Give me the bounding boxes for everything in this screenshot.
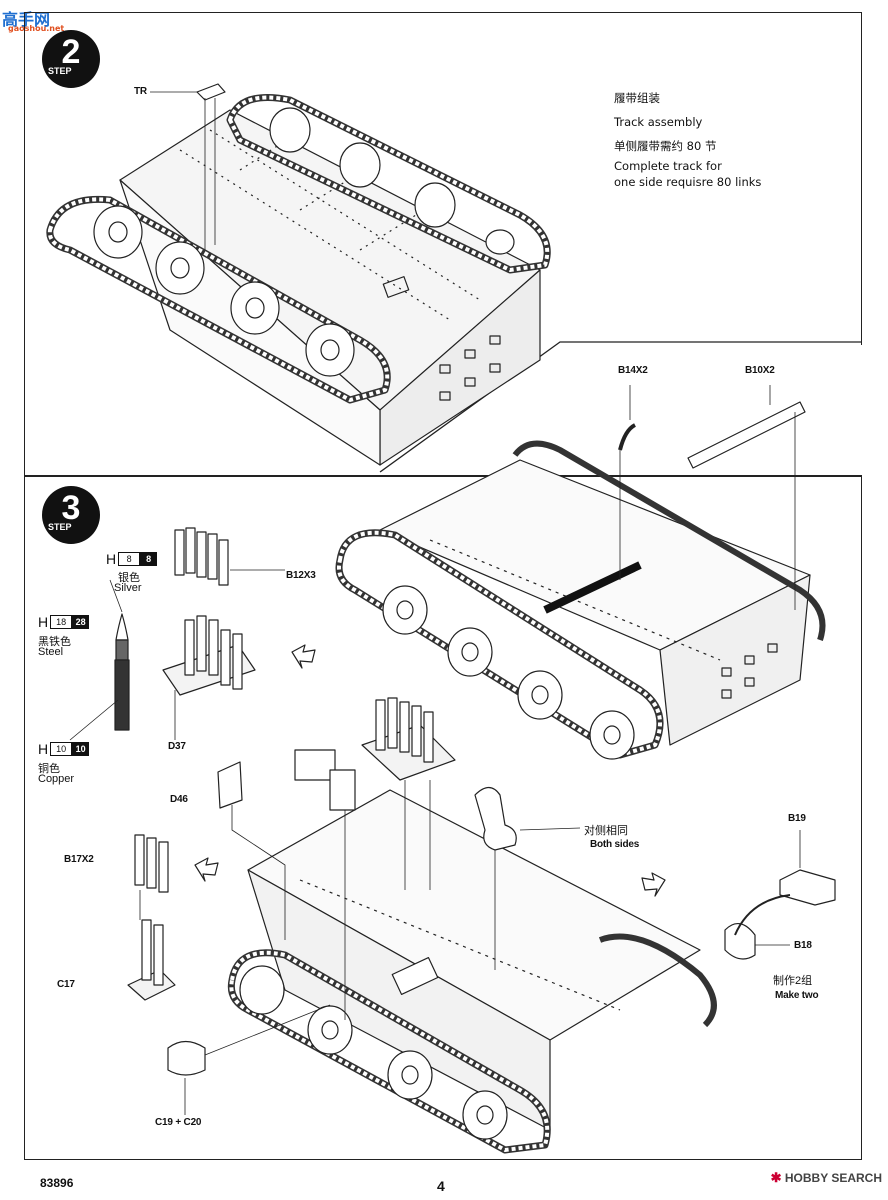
arrow-2-icon <box>194 857 219 882</box>
paint-silver-cn: 银色 <box>118 572 140 584</box>
kit-number: 83896 <box>40 1176 74 1190</box>
label-b12: B12X3 <box>286 570 316 581</box>
label-c17: C17 <box>57 979 75 990</box>
step3-frame <box>24 476 862 1160</box>
paint-copper-letter: H <box>38 741 49 757</box>
hobby-search-watermark: ✱ HOBBY SEARCH <box>771 1170 882 1186</box>
paint-silver-letter: H <box>106 551 117 567</box>
step2-notes: 履带组装 Track assembly 单侧履带需约 80 节 Complete… <box>614 86 761 190</box>
step2-hull-drawing <box>46 83 551 466</box>
step2-badge: 2 STEP <box>42 30 100 88</box>
label-tr: TR <box>134 86 147 97</box>
step3-number: 3 <box>61 489 81 527</box>
label-b17: B17X2 <box>64 854 94 865</box>
note-make-en: Make two <box>775 990 819 1001</box>
seat-drawing <box>474 786 517 851</box>
arrow-3-icon <box>641 872 666 897</box>
note-both-cn: 对侧相同 <box>584 825 628 837</box>
paint-silver-en: Silver <box>114 582 142 594</box>
ammo-rack-b12 <box>162 527 285 740</box>
step3-lower-hull-drawing <box>227 789 717 1154</box>
label-b19: B19 <box>788 813 806 824</box>
label-b10: B10X2 <box>745 365 775 376</box>
note-cn-title: 履带组装 <box>614 91 660 105</box>
step2-number: 2 <box>61 33 81 71</box>
arrow-1-icon <box>291 644 316 669</box>
label-d37: D37 <box>168 741 186 752</box>
part-b19-drawing <box>779 869 836 906</box>
paint-copper-cn: 铜色 <box>38 763 60 775</box>
site-watermark-url: gaoshou.net <box>8 24 65 33</box>
note-cn-detail: 单侧履带需约 80 节 <box>614 139 717 153</box>
hobby-search-logo-icon: ✱ <box>770 1170 782 1185</box>
step3-badge: 3 STEP <box>42 486 100 544</box>
paint-copper-code: 10 <box>50 742 73 756</box>
paint-steel-en: Steel <box>38 646 64 658</box>
note-make-cn: 制作2组 <box>773 975 813 987</box>
step3-upper-hull-drawing <box>335 385 826 760</box>
site-watermark-logo: 高手网 gaoshou.net <box>2 6 64 33</box>
label-d46: D46 <box>170 794 188 805</box>
step3-word: STEP <box>48 522 72 532</box>
note-en-detail-1: Complete track for <box>614 159 722 173</box>
part-d46-drawing <box>217 761 243 809</box>
paint-steel-cn: 黑铁色 <box>38 636 71 648</box>
shell-drawing <box>69 579 130 741</box>
note-en-detail-2: one side requisre 80 links <box>614 175 762 189</box>
ammo-rack-center <box>294 697 456 1020</box>
part-c19-drawing <box>167 1040 206 1076</box>
page-number: 4 <box>437 1178 445 1194</box>
note-both-en: Both sides <box>590 839 640 850</box>
label-b14: B14X2 <box>618 365 648 376</box>
label-c19: C19 + C20 <box>155 1117 202 1128</box>
step2-frame <box>24 12 862 476</box>
paint-steel-code: 18 <box>50 615 73 629</box>
paint-steel-letter: H <box>38 614 49 630</box>
paint-silver-box: 8 <box>140 552 158 566</box>
hobby-search-text: HOBBY SEARCH <box>784 1171 882 1185</box>
note-en-title: Track assembly <box>614 115 703 129</box>
paint-silver-code: 8 <box>118 552 141 566</box>
site-watermark-text: 高手网 <box>2 10 51 29</box>
step2-word: STEP <box>48 66 72 76</box>
ammo-rack-b17 <box>127 834 176 1001</box>
paint-steel-box: 28 <box>72 615 90 629</box>
paint-copper-box: 10 <box>72 742 90 756</box>
label-b18: B18 <box>794 940 812 951</box>
part-b18-drawing <box>724 923 756 960</box>
paint-copper-en: Copper <box>38 773 75 785</box>
